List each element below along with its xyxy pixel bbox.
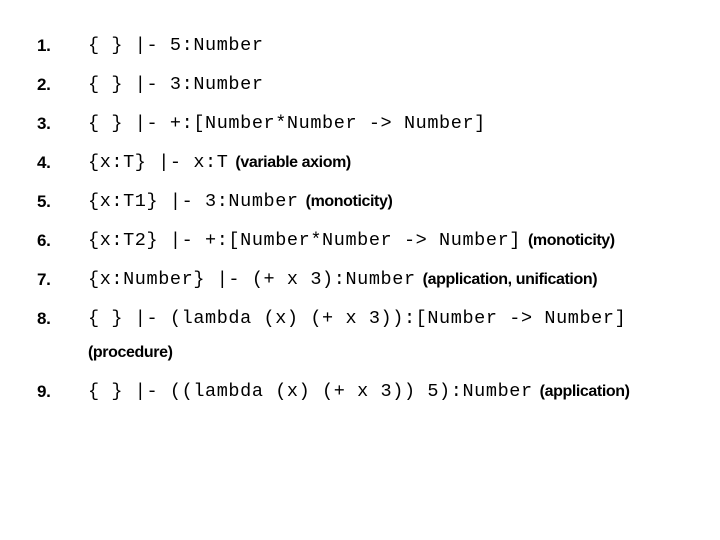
judgement-code: { } |- ((lambda (x) (+ x 3)) 5):Number — [88, 381, 533, 402]
rule-annotation: (procedure) — [88, 344, 173, 361]
rule-annotation: (application) — [539, 383, 630, 400]
judgement-code: {x:T2} |- +:[Number*Number -> Number] — [88, 230, 521, 251]
judgement-code: {x:T} |- x:T — [88, 152, 229, 173]
list-item: 3. { } |- +:[Number*Number -> Number] — [34, 109, 694, 143]
list-item: 9. { } |- ((lambda (x) (+ x 3)) 5):Numbe… — [34, 377, 694, 411]
list-item-number: 5. — [37, 192, 51, 211]
list-item-number: 7. — [37, 270, 51, 289]
rule-annotation: (monoticity) — [305, 193, 393, 210]
type-derivation-list: 1. { } |- 5:Number 2. { } |- 3:Number 3.… — [34, 31, 694, 416]
list-item-number: 2. — [37, 75, 51, 94]
list-item: 1. { } |- 5:Number — [34, 31, 694, 65]
judgement-code: {x:Number} |- (+ x 3):Number — [88, 269, 416, 290]
judgement-code: { } |- +:[Number*Number -> Number] — [88, 113, 486, 134]
list-item: 5. {x:T1} |- 3:Number (monoticity) — [34, 187, 694, 221]
rule-annotation: (variable axiom) — [235, 154, 351, 171]
judgement-code: { } |- (lambda (x) (+ x 3)):[Number -> N… — [88, 308, 627, 329]
list-item-number: 3. — [37, 114, 51, 133]
list-item: 6. {x:T2} |- +:[Number*Number -> Number]… — [34, 226, 694, 260]
list-item: 8. { } |- (lambda (x) (+ x 3)):[Number -… — [34, 304, 694, 372]
list-item: 7. {x:Number} |- (+ x 3):Number (applicat… — [34, 265, 694, 299]
list-item-number: 1. — [37, 36, 51, 55]
judgement-code: {x:T1} |- 3:Number — [88, 191, 299, 212]
judgement-code: { } |- 3:Number — [88, 74, 264, 95]
list-item-number: 8. — [37, 309, 51, 328]
list-item: 4. {x:T} |- x:T (variable axiom) — [34, 148, 694, 182]
rule-annotation: (application, unification) — [422, 271, 598, 288]
list-item-number: 6. — [37, 231, 51, 250]
judgement-code: { } |- 5:Number — [88, 35, 264, 56]
list-item-number: 9. — [37, 382, 51, 401]
rule-annotation: (monoticity) — [527, 232, 615, 249]
list-item-number: 4. — [37, 153, 51, 172]
list-item: 2. { } |- 3:Number — [34, 70, 694, 104]
